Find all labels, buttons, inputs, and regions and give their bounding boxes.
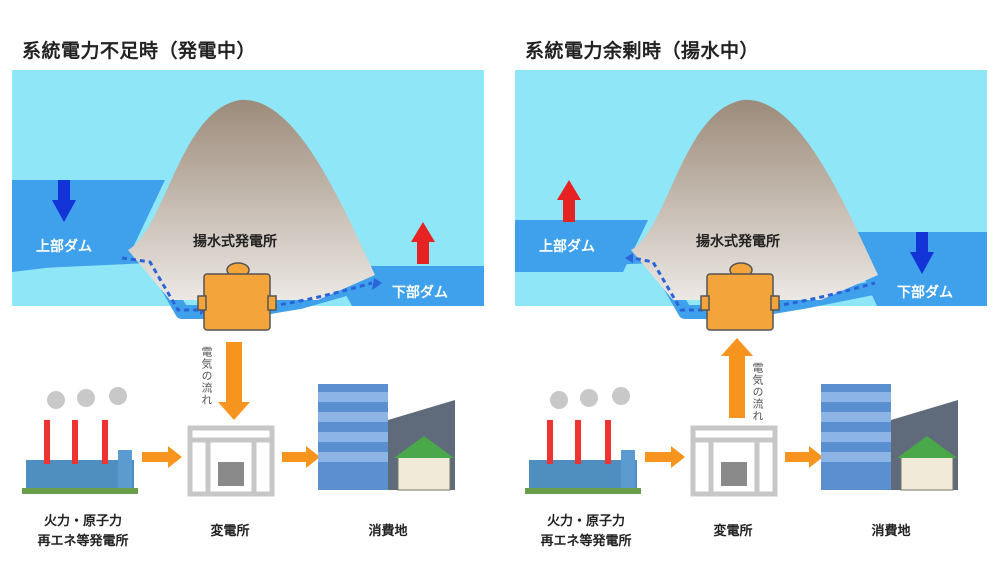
electricity-arrow-up: [721, 338, 753, 418]
pumped-storage-scene: [12, 70, 484, 497]
upper-dam-label: 上部ダム: [36, 239, 92, 255]
substation-icon: [187, 425, 275, 497]
city-buildings-icon: [318, 384, 455, 491]
lower-dam-label: 下部ダム: [897, 285, 953, 301]
source-caption-line2: 再エネ等発電所: [540, 534, 632, 549]
arrow-source-to-substation: [645, 446, 685, 468]
flow-arrowhead: [372, 278, 382, 290]
arrow-down-icon: [910, 232, 934, 274]
power-plant-icon: [700, 262, 780, 331]
panel-generating: 系統電力不足時（発電中）: [12, 40, 484, 552]
electricity-arrow-down: [218, 342, 250, 420]
consumer-caption: 消費地: [871, 524, 911, 539]
source-caption-line2: 再エネ等発電所: [37, 534, 129, 549]
lower-dam-label: 下部ダム: [392, 285, 448, 301]
upper-reservoir: [12, 180, 165, 272]
substation-icon: [690, 425, 778, 497]
factory-icon: [525, 387, 641, 494]
consumer-caption: 消費地: [368, 524, 408, 539]
arrow-up-icon: [557, 180, 581, 222]
water-flow-line: [632, 256, 703, 312]
upper-dam-label: 上部ダム: [539, 239, 595, 255]
water-flow-line: [121, 256, 200, 312]
substation-caption: 変電所: [210, 524, 250, 539]
mountain: [128, 99, 375, 300]
source-caption: 火力・原子力 再エネ等発電所: [527, 512, 645, 552]
source-caption-line1: 火力・原子力: [546, 514, 625, 529]
arrow-source-to-substation: [142, 446, 182, 468]
arrow-substation-to-consumer: [282, 446, 320, 468]
source-caption-line1: 火力・原子力: [43, 514, 122, 529]
factory-icon: [22, 387, 138, 494]
arrow-substation-to-consumer: [785, 446, 823, 468]
source-caption: 火力・原子力 再エネ等発電所: [24, 512, 142, 552]
substation-caption: 変電所: [713, 524, 753, 539]
panel-title: 系統電力余剰時（揚水中）: [525, 40, 760, 62]
flow-label: 電気の流れ: [200, 346, 213, 406]
plant-label: 揚水式発電所: [696, 234, 780, 250]
panel-title: 系統電力不足時（発電中）: [22, 40, 257, 62]
panel-pumping: 系統電力余剰時（揚水中）: [503, 0, 1000, 584]
plant-label: 揚水式発電所: [193, 234, 277, 250]
city-buildings-icon: [821, 384, 958, 491]
flow-label: 電気の流れ: [751, 362, 764, 422]
mountain: [631, 99, 878, 300]
flow-arrowhead: [625, 253, 633, 263]
arrow-up-icon: [411, 222, 435, 264]
arrow-down-icon: [52, 180, 76, 222]
power-plant-icon: [197, 262, 277, 331]
pumped-storage-scene: [515, 70, 987, 497]
